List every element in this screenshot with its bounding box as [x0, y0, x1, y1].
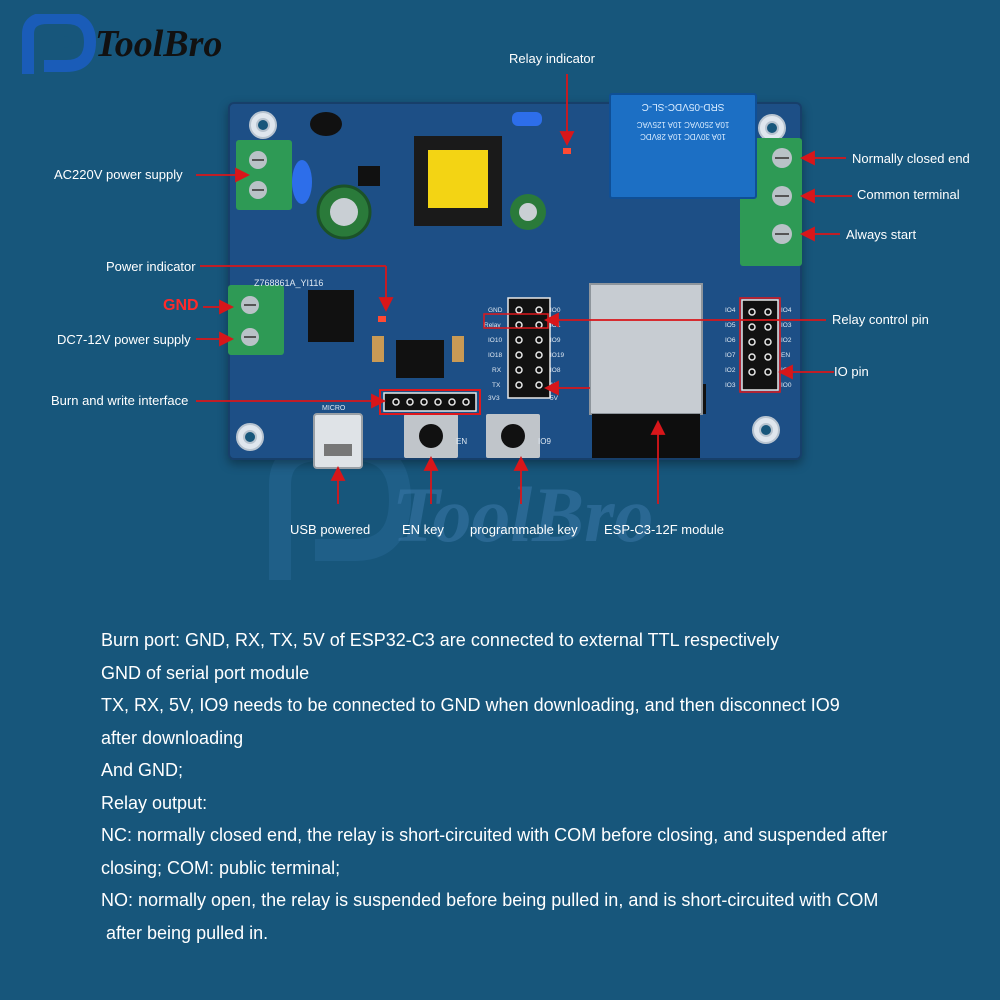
callout-arrows [196, 74, 852, 504]
description-line: TX, RX, 5V, IO9 needs to be connected to… [101, 695, 840, 715]
svg-text:Relay: Relay [484, 322, 501, 329]
burn-header-pins [383, 392, 477, 412]
brand-logo-mark [22, 14, 97, 74]
burn-interface-label: Burn and write interface [51, 393, 189, 408]
svg-text:IO7: IO7 [725, 352, 736, 359]
io9-text: IO9 [538, 437, 551, 446]
svg-text:IO0: IO0 [550, 307, 561, 314]
programmable-key-label: programmable key [470, 522, 578, 537]
en-key-label: EN key [402, 522, 444, 537]
description-line: And GND; [101, 760, 184, 780]
dc-power-label: DC7-12V power supply [57, 332, 191, 347]
svg-text:IO18: IO18 [488, 352, 502, 359]
svg-text:EN: EN [781, 352, 790, 359]
svg-text:IO9: IO9 [550, 337, 561, 344]
description-line: NC: normally closed end, the relay is sh… [101, 825, 888, 845]
dc-terminal-block [228, 285, 284, 355]
svg-text:5V: 5V [550, 395, 559, 402]
svg-text:IO2: IO2 [781, 337, 792, 344]
relay-model-text: SRD-05VDC-SL-C [642, 101, 725, 112]
io-pin-highlight [739, 297, 781, 393]
ac-power-label: AC220V power supply [54, 167, 183, 182]
svg-text:IO5: IO5 [725, 322, 736, 329]
header-pins-left [507, 297, 551, 399]
svg-text:IO8: IO8 [550, 367, 561, 374]
normally-closed-label: Normally closed end [852, 151, 970, 166]
mounting-holes [236, 111, 786, 451]
description-block: Burn port: GND, RX, TX, 5V of ESP32-C3 a… [101, 624, 981, 949]
micro-text: MICRO [322, 405, 346, 412]
io-pin-label: IO pin [834, 364, 869, 379]
relay-rating-1: 10A 250VAC 10A 125VAC [636, 120, 729, 129]
svg-text:IO4: IO4 [781, 307, 792, 314]
esp-c3-module [589, 283, 703, 458]
program-button [486, 414, 540, 458]
small-smd-parts [372, 336, 464, 362]
description-line: after downloading [101, 727, 244, 748]
en-button [404, 414, 458, 458]
description-line: closing; COM: public terminal; [101, 857, 341, 878]
blue-capacitors [292, 112, 542, 204]
description-line: after being pulled in. [101, 922, 269, 943]
ac-terminal-block [236, 140, 292, 210]
common-terminal-label: Common terminal [857, 187, 960, 202]
svg-text:IO3: IO3 [725, 382, 736, 389]
relay-control-pin-label: Relay control pin [832, 312, 929, 327]
board-id-text: Z768861A_YI116 [254, 278, 323, 288]
en-text: EN [456, 437, 467, 446]
svg-text:3V3: 3V3 [488, 395, 500, 402]
electrolytic-capacitors [316, 184, 546, 240]
header-pins-right [741, 299, 779, 391]
transformer [414, 136, 502, 226]
relay-rating-2: 10A 30VDC 10A 28VDC [640, 132, 726, 141]
svg-text:IO6: IO6 [725, 337, 736, 344]
module-label: ESP-C3-12F module [604, 522, 724, 537]
watermark-text: ToolBro [392, 471, 654, 558]
power-indicator-label: Power indicator [106, 259, 196, 274]
svg-text:IO3: IO3 [781, 322, 792, 329]
relay-led [563, 148, 571, 154]
left-pin-labels: GND Relay IO10 IO18 RX TX 3V3 [484, 307, 503, 402]
relay [609, 93, 757, 199]
description-line: GND of serial port module [101, 662, 310, 683]
usb-port [313, 413, 363, 469]
description-line: Relay output: [101, 792, 208, 813]
power-led [378, 316, 386, 322]
svg-text:IO0: IO0 [781, 382, 792, 389]
description-line: NO: normally open, the relay is suspende… [101, 890, 879, 910]
svg-text:IO2: IO2 [725, 367, 736, 374]
relay-indicator-label: Relay indicator [509, 51, 595, 66]
usb-powered-label: USB powered [290, 522, 371, 537]
brand-name: ToolBro [95, 23, 223, 65]
description-line: Burn port: GND, RX, TX, 5V of ESP32-C3 a… [101, 630, 779, 650]
svg-text:TX: TX [492, 382, 501, 389]
svg-text:RX: RX [492, 367, 502, 374]
right-pin-labels-a: IO4 IO5 IO6 IO7 IO2 IO3 [725, 307, 736, 389]
svg-text:IO4: IO4 [725, 307, 736, 314]
svg-text:GND: GND [488, 307, 503, 314]
svg-text:IO19: IO19 [550, 352, 564, 359]
gnd-label: GND [163, 297, 199, 314]
svg-text:IO10: IO10 [488, 337, 502, 344]
brand-logo [22, 14, 97, 74]
always-start-label: Always start [846, 227, 917, 242]
